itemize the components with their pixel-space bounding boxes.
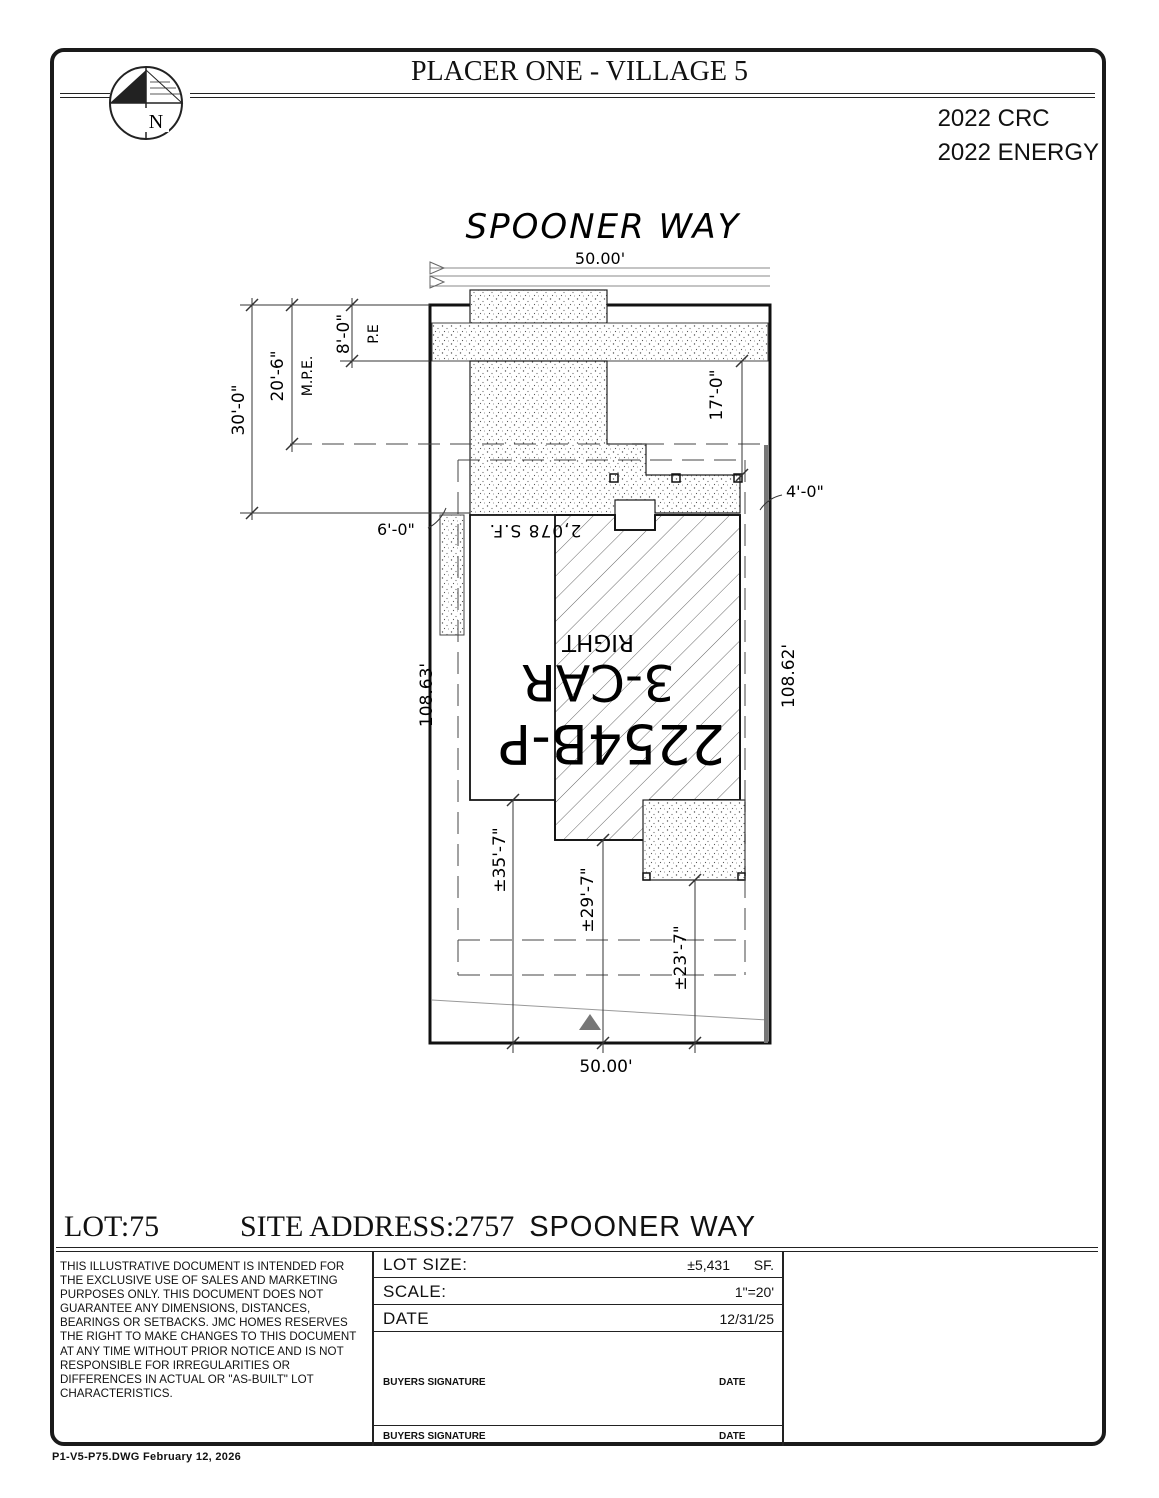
- lot-size-label: LOT SIZE:: [383, 1255, 468, 1274]
- address-rule: [56, 1247, 1098, 1248]
- site-address-label: SITE ADDRESS:: [240, 1210, 455, 1243]
- code-energy: 2022 ENERGY: [937, 139, 1099, 166]
- scale-label: SCALE:: [383, 1282, 447, 1301]
- title-rule: [190, 97, 1095, 98]
- address-rule: [56, 1251, 1098, 1252]
- rear-setback-35: ±35'-7": [490, 827, 510, 892]
- setback-17: 17'-0": [707, 369, 727, 420]
- setback-30: 30'-0": [229, 384, 249, 435]
- lot-size-unit: SF.: [753, 1257, 774, 1273]
- lot-size-row: LOT SIZE: ±5,431 SF.: [374, 1251, 782, 1278]
- disclaimer-text: THIS ILLUSTRATIVE DOCUMENT IS INTENDED F…: [60, 1260, 357, 1400]
- date-label: DATE: [383, 1309, 430, 1328]
- file-reference: P1-V5-P75.DWG February 12, 2026: [52, 1451, 242, 1463]
- left-depth: 108.63': [417, 663, 437, 727]
- lot-size-value: ±5,431: [687, 1257, 730, 1273]
- code-block: 2022 CRC 2022 ENERGY: [938, 102, 1099, 170]
- blank-row: [374, 1332, 782, 1364]
- lot-number: LOT:75: [64, 1210, 160, 1243]
- signature-line: [374, 1425, 782, 1426]
- north-arrow-icon: N: [109, 66, 184, 140]
- rear-width-label: 50.00': [579, 1057, 632, 1077]
- driveway: [469, 360, 741, 516]
- site-plan: N SPOONER WAY 50.00' 30'-0" 20'-6" M.P.E…: [109, 66, 824, 1077]
- street-label: SPOONER WAY: [466, 207, 741, 247]
- side-setback-6: 6'-0": [377, 520, 415, 539]
- setback-20-6: 20'-6": [268, 350, 288, 401]
- sheet-border: [50, 48, 1106, 1446]
- site-address-street: SPOONER WAY: [529, 1211, 757, 1243]
- driveway-apron: [469, 289, 608, 324]
- code-crc: 2022 CRC: [937, 105, 1050, 132]
- lot-info-table: LOT SIZE: ±5,431 SF. SCALE: 1"=20' DATE …: [372, 1251, 784, 1446]
- date-value: 12/31/25: [719, 1311, 775, 1327]
- scale-value: 1"=20': [734, 1284, 774, 1300]
- side-setback-4: 4'-0": [786, 482, 824, 501]
- buyer-signature-2-label: BUYERS SIGNATURE: [383, 1431, 486, 1442]
- garage-type: 3-CAR: [521, 653, 675, 711]
- buyer-date-1-label: DATE: [719, 1377, 746, 1388]
- site-address: SITE ADDRESS:2757 SPOONER WAY: [240, 1210, 756, 1244]
- house-area: 2,078 S.F.: [489, 520, 582, 540]
- front-width-label: 50.00': [575, 249, 625, 268]
- sidewalk: [431, 322, 769, 362]
- right-depth: 108.62': [779, 644, 799, 708]
- garage-hatch: [554, 514, 741, 841]
- plan-name: 2254B-P: [499, 712, 726, 775]
- setback-8: 8'-0": [334, 314, 354, 354]
- rear-setback-23: ±23'-7": [671, 925, 691, 990]
- side-path: [439, 514, 465, 636]
- north-label: N: [149, 111, 163, 133]
- site-address-number: 2757: [454, 1210, 515, 1243]
- scale-row: SCALE: 1"=20': [374, 1278, 782, 1305]
- title-rule: [190, 93, 1095, 94]
- rear-patio: [642, 799, 746, 881]
- buyer-signature-1-label: BUYERS SIGNATURE: [383, 1377, 486, 1388]
- date-row: DATE 12/31/25: [374, 1305, 782, 1332]
- pe-label: P.E: [366, 324, 382, 344]
- mpe-label: M.P.E.: [300, 356, 316, 397]
- sheet-title: PLACER ONE - VILLAGE 5: [410, 56, 748, 87]
- buyer-date-2-label: DATE: [719, 1431, 746, 1442]
- title-rule: [60, 93, 110, 94]
- rear-setback-29: ±29'-7": [578, 867, 598, 932]
- garage-hand: RIGHT: [561, 629, 634, 655]
- title-rule: [60, 97, 110, 98]
